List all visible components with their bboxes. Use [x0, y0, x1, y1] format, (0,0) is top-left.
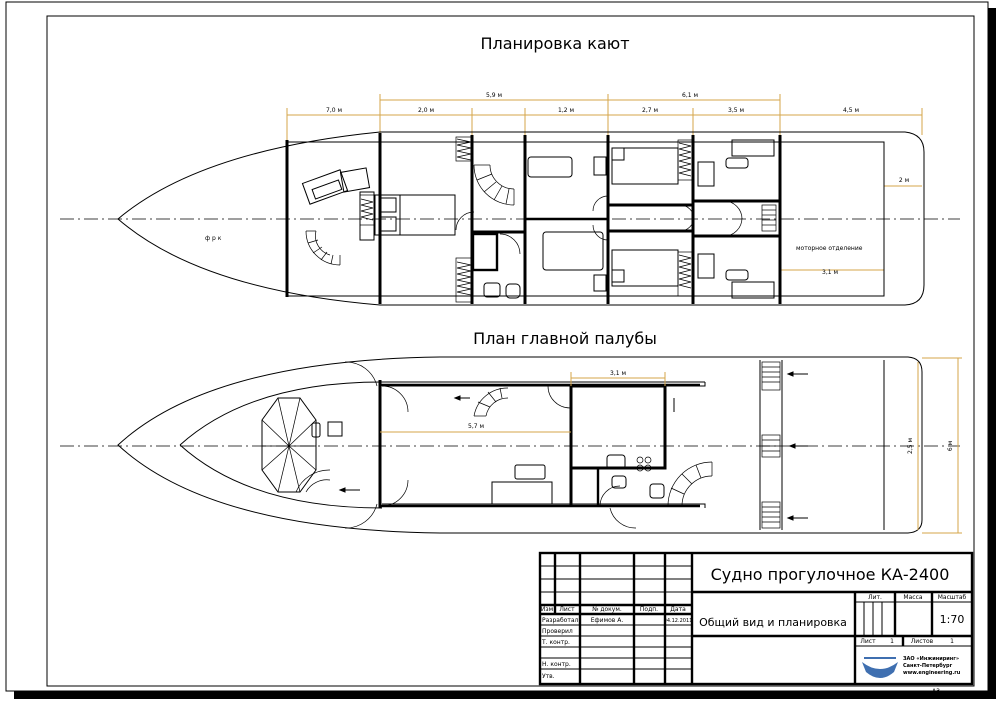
deck-hull-outline: [117, 356, 923, 534]
developer-name: Ефимов А.: [591, 617, 624, 624]
main-deck-plan: План главной палубы: [60, 329, 962, 534]
row-label: Н. контр.: [542, 661, 571, 668]
sheet-paper: [5, 1, 989, 692]
engine-room-label: моторное отделение: [796, 245, 863, 252]
top-dimension-chain: 7,0 м 2,0 м 5,9 м 1,2 м 2,7 м 6,1 м 3,5 …: [286, 92, 923, 276]
dim-label: 3,1 м: [610, 370, 626, 377]
col-header: Лист: [559, 606, 575, 613]
format-note: А3: [932, 688, 940, 695]
sheets-value: 1: [950, 638, 954, 645]
dim-label: 6,1 м: [682, 92, 698, 99]
doc-title: Общий вид и планировка: [699, 616, 847, 629]
dim-label: 4,5 м: [843, 107, 859, 114]
dim-label: 3,1 м: [822, 269, 838, 276]
dim-label: 7,0 м: [326, 107, 342, 114]
sheet-value: 1: [890, 638, 894, 645]
dim-label: 3,5 м: [728, 107, 744, 114]
title-block: Изм Лист № докум. Подп. Дата Разработал …: [538, 551, 974, 695]
cabin-hull-outline: [117, 131, 925, 306]
dim-label: 6 м: [947, 441, 954, 451]
dim-label: 2,0 м: [418, 107, 434, 114]
dim-label: 2,5 м: [907, 438, 914, 454]
scale-label: Масштаб: [938, 594, 967, 601]
mass-label: Масса: [903, 594, 922, 601]
drawing-frame: [46, 15, 975, 687]
fore-label: ф р к: [205, 235, 222, 242]
col-header: Изм: [541, 606, 553, 613]
col-header: Дата: [670, 606, 686, 613]
sheet-label: Лист: [860, 638, 876, 645]
row-label: Утв.: [542, 673, 555, 680]
main-deck-title: План главной палубы: [473, 329, 657, 348]
bottom-dimension-chain: 3,1 м 5,7 м 2,5 м 6 м: [380, 357, 962, 534]
row-label: Проверил: [542, 628, 573, 635]
scale-value: 1:70: [940, 613, 965, 626]
company-line: ЗАО «Инжиниринг»: [903, 656, 959, 662]
lit-label: Лит.: [868, 594, 882, 601]
dim-label: 5,9 м: [486, 92, 502, 99]
cabin-plan: Планировка кают 7,0 м 2,0 м 5,9 м 1,2 м …: [60, 34, 960, 306]
spiral-stair: [305, 230, 341, 266]
ship-name: Судно прогулочное КА-2400: [711, 565, 950, 584]
dim-label: 5,7 м: [468, 423, 484, 430]
row-label: Т. контр.: [541, 639, 570, 646]
sheets-label: Листов: [911, 638, 934, 645]
company-logo: ЗАО «Инжиниринг» Санкт-Петербург www.eng…: [862, 656, 961, 678]
cabin-plan-title: Планировка кают: [480, 34, 629, 53]
dim-label: 2,7 м: [642, 107, 658, 114]
row-label: Разработал: [542, 617, 579, 624]
col-header: Подп.: [640, 606, 658, 613]
company-line: www.engineering.ru: [903, 670, 961, 676]
dim-label: 1,2 м: [558, 107, 574, 114]
dim-label: 2 м: [899, 177, 909, 184]
date-value: 04.12.2011: [664, 618, 693, 624]
deck-bulwark: [179, 381, 705, 509]
company-line: Санкт-Петербург: [903, 662, 953, 669]
col-header: № докум.: [592, 606, 622, 613]
